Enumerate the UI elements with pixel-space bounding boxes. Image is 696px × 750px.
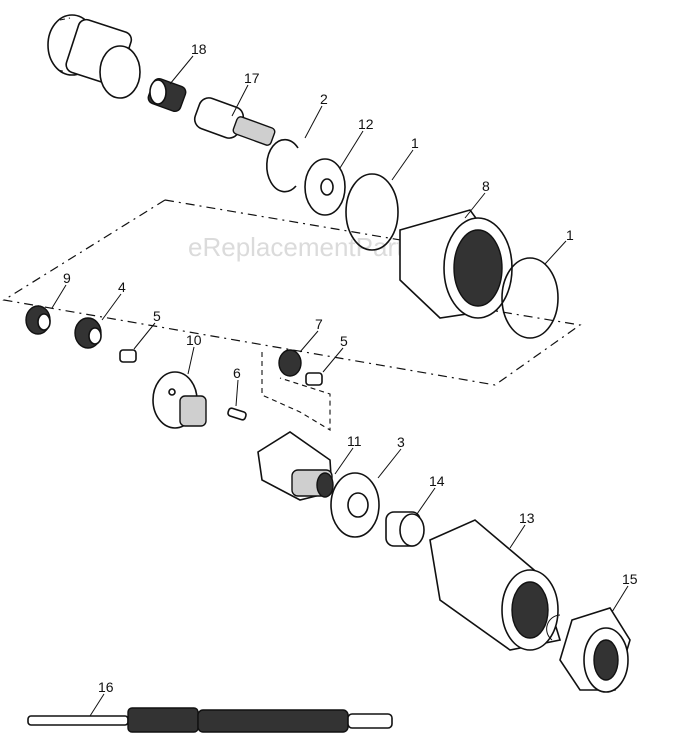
assembly-outline: [2, 199, 582, 386]
top-gear-cluster: [47, 14, 141, 99]
part-17-shaft: [193, 97, 276, 146]
callout-12: 12: [358, 116, 374, 132]
part-14-needle-bearing: [385, 511, 425, 547]
part-15-collar: [546, 607, 631, 693]
part-4-planet-gear: [74, 317, 102, 349]
callout-17: 17: [244, 70, 260, 86]
callout-6: 6: [233, 365, 241, 381]
part-8-ring-gear-sleeve: [399, 209, 513, 319]
callout-14: 14: [429, 473, 445, 489]
part-18-bearing: [147, 77, 187, 113]
callout-4: 4: [118, 279, 126, 295]
callout-18: 18: [191, 41, 207, 57]
part-3-thrust-washer: [330, 472, 380, 538]
part-2-retaining-ring: [265, 138, 299, 193]
callout-3: 3: [397, 434, 405, 450]
leader-lines: [51, 55, 629, 717]
part-12-washer: [304, 158, 346, 216]
callout-1-lower: 1: [566, 227, 574, 243]
callout-7: 7: [315, 316, 323, 332]
callout-16: 16: [98, 679, 114, 695]
part-11-carrier-housing: [257, 431, 334, 501]
callout-5-right: 5: [340, 333, 348, 349]
callout-5-left: 5: [153, 308, 161, 324]
part-7-gear: [278, 349, 302, 377]
part-10-carrier: [152, 371, 207, 429]
callout-1-upper: 1: [411, 135, 419, 151]
callout-13: 13: [519, 510, 535, 526]
callout-2: 2: [320, 91, 328, 107]
callout-8: 8: [482, 178, 490, 194]
part-1-oring-lower: [501, 257, 559, 339]
part-13-housing: [429, 519, 562, 651]
part-6-dowel-pin: [227, 407, 247, 421]
callout-11: 11: [347, 433, 362, 449]
callout-9: 9: [63, 270, 71, 286]
sub-assembly-outline: [261, 352, 331, 431]
callout-15: 15: [622, 571, 638, 587]
part-5-pin-right: [305, 372, 323, 386]
part-16-long-assembly: [27, 707, 393, 733]
part-9-small-gear: [25, 305, 51, 335]
callout-10: 10: [186, 332, 202, 348]
part-1-oring-upper: [345, 173, 399, 251]
part-5-pin-left: [119, 349, 137, 363]
